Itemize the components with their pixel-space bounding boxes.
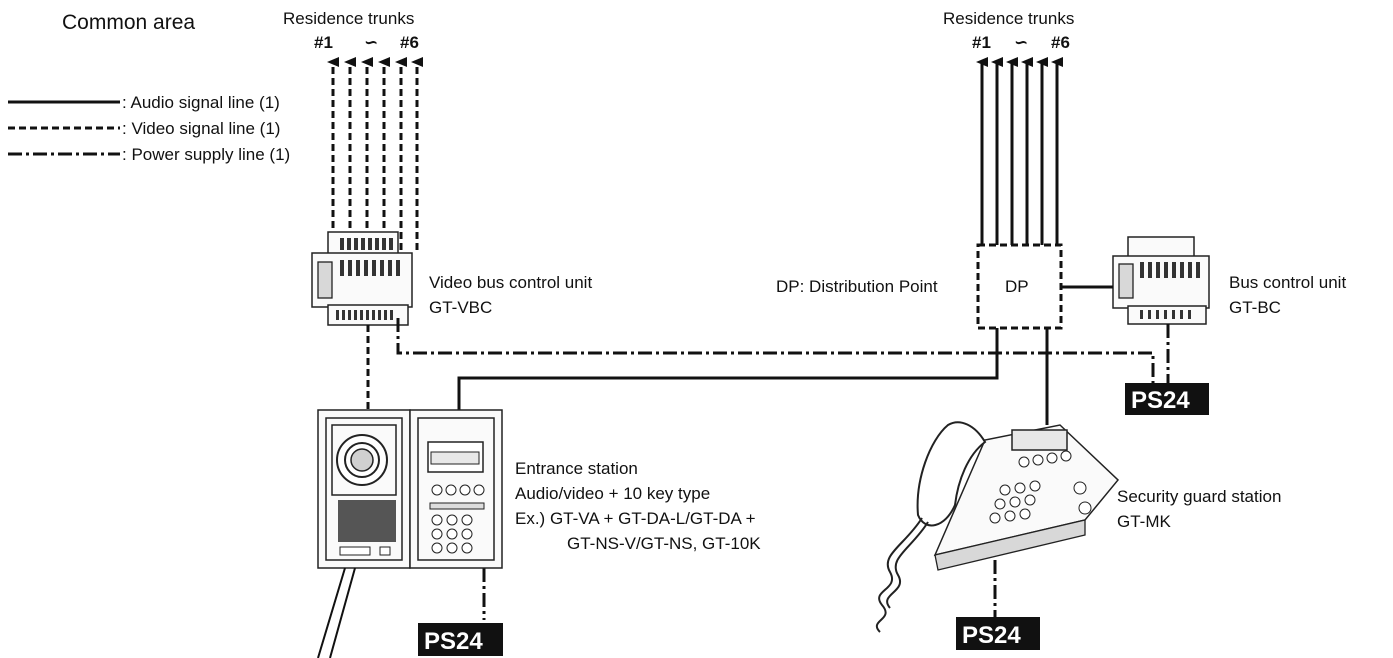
entrance-station-video-module: [317, 409, 411, 569]
right-trunk-lines: [976, 57, 1063, 245]
bus-control-unit: [1112, 236, 1210, 325]
right-trunks-title: Residence trunks: [943, 9, 1074, 28]
left-trunks-first: #1: [314, 33, 333, 52]
bc-name: Bus control unit: [1229, 273, 1346, 292]
guard-name: Security guard station: [1117, 487, 1281, 506]
dp-legend: DP: Distribution Point: [776, 277, 938, 296]
security-guard-station: [876, 421, 1120, 633]
ps24-badge-entrance: PS24: [418, 623, 503, 656]
legend-power-label: : Power supply line (1): [122, 145, 290, 164]
dp-box-label: DP: [1005, 277, 1029, 296]
dp-to-entrance-audio: [457, 328, 999, 410]
bc-model: GT-BC: [1229, 298, 1281, 317]
power-bus-line: [396, 318, 1155, 390]
svg-text:PS24: PS24: [1131, 387, 1190, 414]
legend-audio-label: : Audio signal line (1): [122, 93, 280, 112]
left-trunks-header: Residence trunks #1 ∽ #6: [283, 9, 419, 52]
entrance-wire-2: [317, 567, 346, 658]
right-trunks-first: #1: [972, 33, 991, 52]
left-trunks-title: Residence trunks: [283, 9, 414, 28]
legend-video-label: : Video signal line (1): [122, 119, 280, 138]
right-trunks-header: Residence trunks #1 ∽ #6: [943, 9, 1074, 52]
entrance-wire-1: [329, 567, 356, 658]
svg-text:PS24: PS24: [424, 628, 483, 655]
guard-model: GT-MK: [1117, 512, 1171, 531]
right-trunks-last: #6: [1051, 33, 1070, 52]
left-trunks-sep: ∽: [364, 33, 378, 52]
vbc-model: GT-VBC: [429, 298, 492, 317]
entrance-line1: Entrance station: [515, 459, 638, 478]
left-trunk-lines: [327, 57, 423, 250]
entrance-line2: Audio/video + 10 key type: [515, 484, 710, 503]
entrance-line4: GT-NS-V/GT-NS, GT-10K: [567, 534, 761, 553]
right-trunks-sep: ∽: [1014, 33, 1028, 52]
svg-text:PS24: PS24: [962, 622, 1021, 649]
vbc-name: Video bus control unit: [429, 273, 592, 292]
entrance-station-keypad-module: [409, 409, 503, 569]
ps24-badge-bc: PS24: [1125, 383, 1209, 415]
video-bus-control-unit: [311, 231, 413, 326]
ps24-badge-guard: PS24: [956, 617, 1040, 650]
area-title: Common area: [62, 11, 195, 34]
line-legend: : Audio signal line (1) : Video signal l…: [8, 93, 290, 164]
entrance-line3: Ex.) GT-VA + GT-DA-L/GT-DA +: [515, 509, 756, 528]
left-trunks-last: #6: [400, 33, 419, 52]
